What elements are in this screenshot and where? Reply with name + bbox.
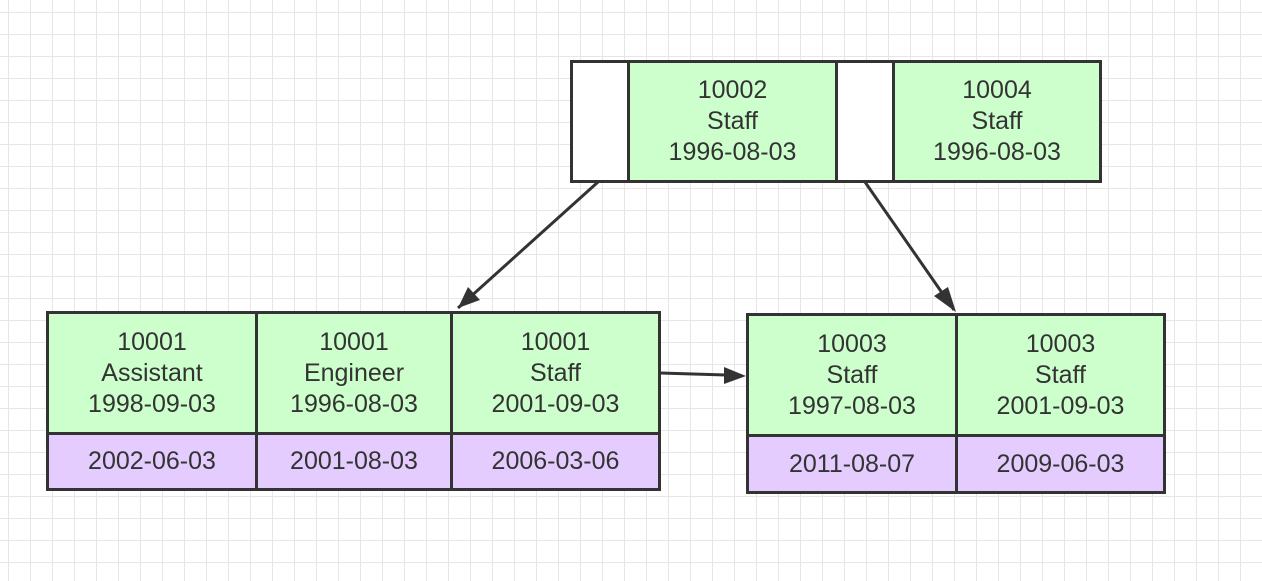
key-date: 1996-08-03 xyxy=(290,389,418,418)
arrow-root-to-left-leaf xyxy=(456,180,600,310)
value-date: 2002-06-03 xyxy=(88,447,216,475)
key-title: Staff xyxy=(826,360,878,389)
root-key-cell-1: 10002 Staff 1996-08-03 xyxy=(627,60,838,183)
leaf-value-cell: 2011-08-07 xyxy=(746,434,958,494)
arrow-root-to-right-leaf xyxy=(863,181,956,311)
root-pointer-cell-1 xyxy=(570,60,630,183)
key-id: 10001 xyxy=(520,327,591,356)
key-id: 10003 xyxy=(1025,329,1096,358)
key-date: 1998-09-03 xyxy=(88,389,216,418)
leaf-value-cell: 2009-06-03 xyxy=(955,434,1166,494)
key-id: 10001 xyxy=(117,327,187,356)
arrow-root-to-right-leaf-head xyxy=(934,287,956,312)
key-id: 10004 xyxy=(962,76,1032,104)
key-date: 1996-08-03 xyxy=(668,138,797,166)
leaf-key-cell: 10003 Staff 2001-09-03 xyxy=(955,313,1166,437)
key-id: 10003 xyxy=(817,329,887,358)
key-date: 2001-09-03 xyxy=(996,391,1125,420)
value-date: 2001-08-03 xyxy=(290,447,418,475)
value-date: 2011-08-07 xyxy=(788,449,916,478)
key-title: Staff xyxy=(707,107,758,135)
arrow-root-to-left-leaf-head xyxy=(458,287,480,308)
leaf-value-cell: 2001-08-03 xyxy=(255,432,453,491)
value-date: 2009-06-03 xyxy=(996,449,1125,478)
root-key-cell-2: 10004 Staff 1996-08-03 xyxy=(892,60,1102,183)
root-pointer-cell-2 xyxy=(835,60,895,183)
key-date: 2001-09-03 xyxy=(491,389,620,418)
key-id: 10001 xyxy=(319,327,389,356)
leaf-key-cell: 10001 Assistant 1998-09-03 xyxy=(46,311,258,435)
key-title: Staff xyxy=(1035,360,1086,389)
key-title: Staff xyxy=(971,107,1023,135)
leaf-key-cell: 10003 Staff 1997-08-03 xyxy=(746,313,958,437)
key-id: 10002 xyxy=(697,76,768,104)
leaf-key-cell: 10001 Engineer 1996-08-03 xyxy=(255,311,453,435)
leaf-value-cell: 2006-03-06 xyxy=(450,432,661,491)
key-title: Staff xyxy=(530,358,581,387)
arrow-leaf-sibling-link xyxy=(659,371,727,377)
leaf-value-cell: 2002-06-03 xyxy=(46,432,258,491)
key-date: 1997-08-03 xyxy=(788,391,916,420)
value-date: 2006-03-06 xyxy=(491,447,620,475)
key-title: Assistant xyxy=(101,358,203,387)
arrow-leaf-sibling-link-head xyxy=(724,367,746,384)
key-title: Engineer xyxy=(303,358,405,387)
leaf-key-cell: 10001 Staff 2001-09-03 xyxy=(450,311,661,435)
key-date: 1996-08-03 xyxy=(933,138,1061,166)
